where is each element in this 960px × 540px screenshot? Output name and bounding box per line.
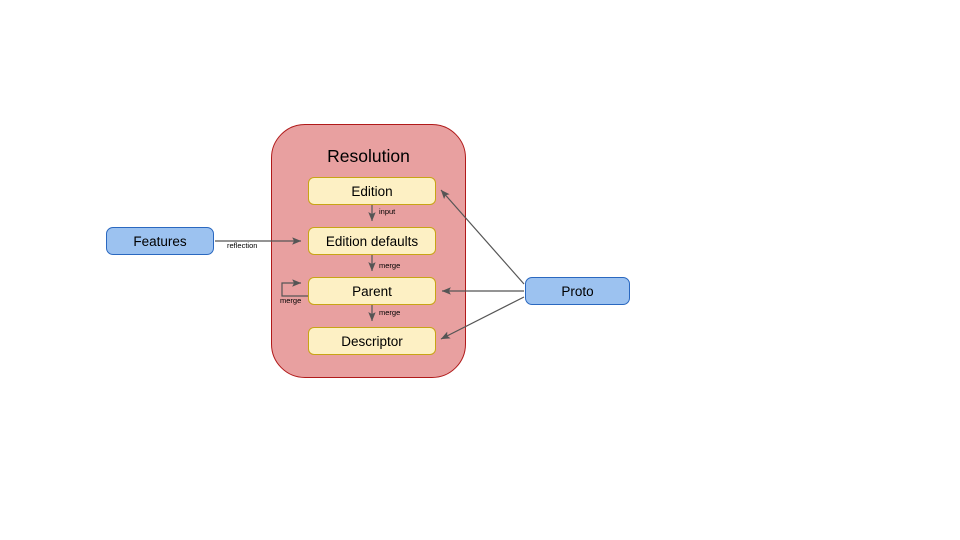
node-features[interactable]: Features [106, 227, 214, 255]
node-parent[interactable]: Parent [308, 277, 436, 305]
edge-label-input: input [379, 207, 396, 216]
node-edition[interactable]: Edition [308, 177, 436, 205]
node-proto-label: Proto [561, 283, 594, 299]
edge-label-merge-self-loop: merge [280, 296, 302, 305]
edge-proto-to-edition [440, 189, 525, 285]
edge-label-merge-parent-descriptor: merge [379, 308, 401, 317]
node-edition-label: Edition [351, 183, 393, 199]
node-edition-defaults-label: Edition defaults [325, 233, 419, 249]
group-resolution-label: Resolution [327, 146, 410, 166]
edge-label-merge-defaults-parent: merge [379, 261, 401, 270]
node-edition-defaults[interactable]: Edition defaults [308, 227, 436, 255]
edge-label-reflection: reflection [227, 241, 258, 250]
edge-proto-to-descriptor [440, 296, 525, 340]
edge-parent-self-loop [281, 279, 308, 297]
node-descriptor-label: Descriptor [341, 333, 403, 349]
node-parent-label: Parent [352, 283, 392, 299]
node-descriptor[interactable]: Descriptor [308, 327, 436, 355]
node-proto[interactable]: Proto [525, 277, 630, 305]
node-features-label: Features [133, 233, 187, 249]
